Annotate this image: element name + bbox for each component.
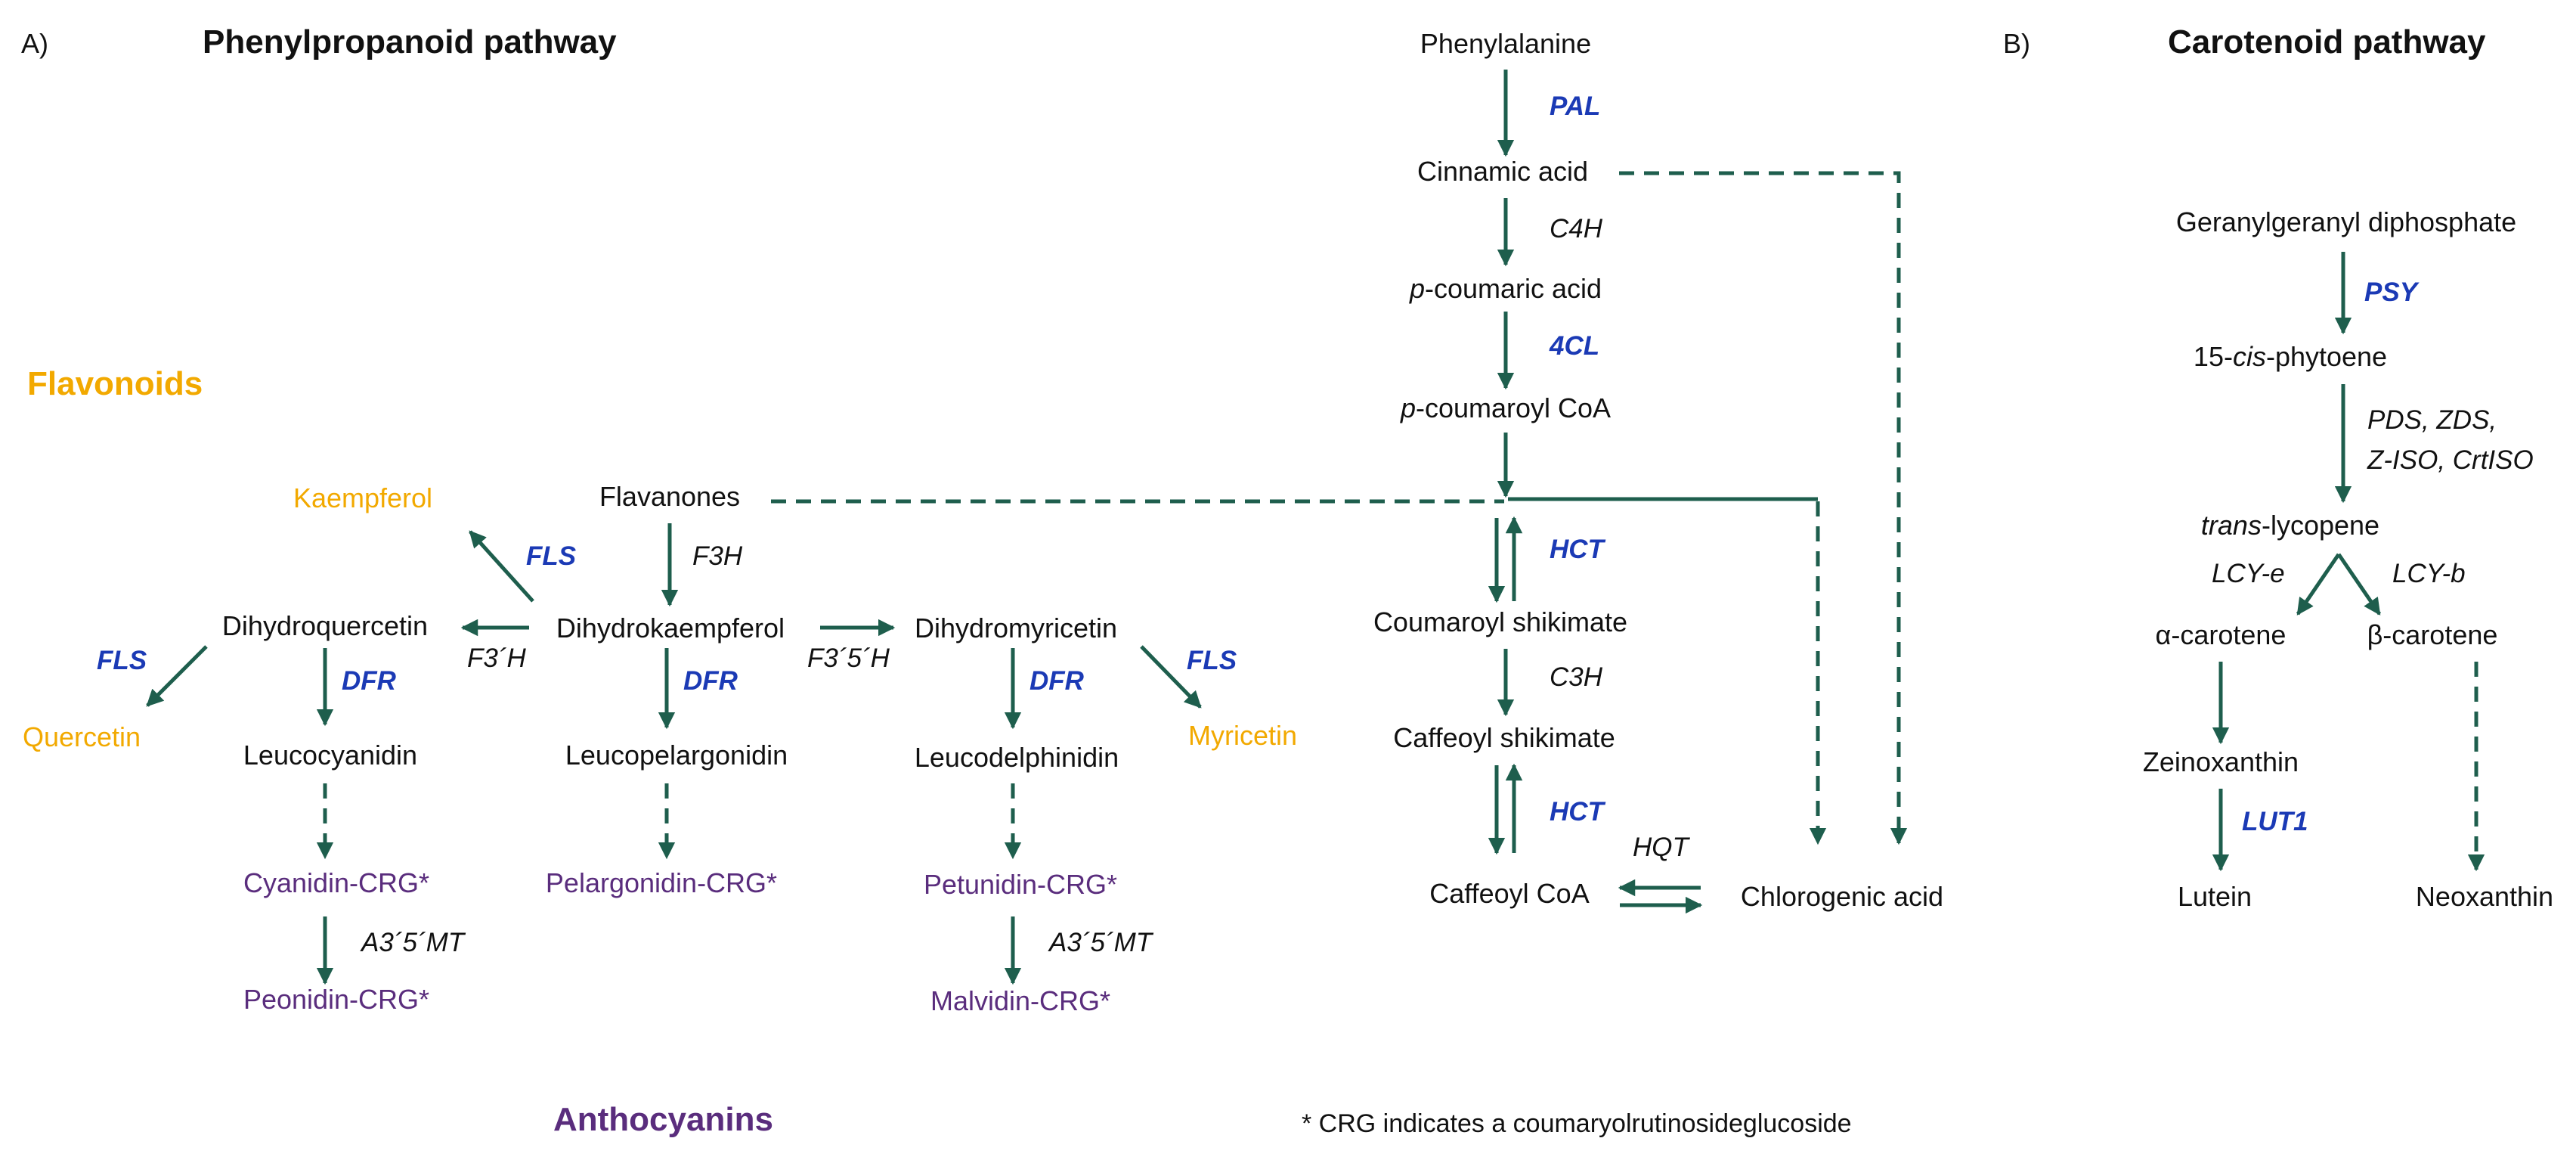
enzyme-fls-myricetin: FLS (1187, 646, 1237, 675)
enzyme-4cl: 4CL (1549, 331, 1599, 361)
enzyme-f3h: F3H (692, 541, 743, 571)
enzyme-lut1: LUT1 (2242, 807, 2308, 836)
enzyme-pal: PAL (1550, 91, 1600, 121)
trans-lycopene: trans-lycopene (2201, 510, 2379, 541)
lutein: Lutein (2178, 881, 2252, 912)
dihydromyricetin: Dihydromyricetin (915, 613, 1117, 644)
malvidin-crg: Malvidin-CRG* (930, 985, 1110, 1016)
chlorogenic-acid: Chlorogenic acid (1741, 881, 1943, 912)
panel-a-title: Phenylpropanoid pathway (203, 23, 617, 60)
enzyme-f3prime-h: F3´H (467, 644, 527, 673)
cinnamic-acid: Cinnamic acid (1417, 156, 1588, 187)
enzyme-c3h: C3H (1550, 662, 1603, 692)
p-coumaroyl-coa: p-coumaroyl CoA (1400, 392, 1611, 423)
enzyme-lcy-b: LCY-b (2392, 559, 2466, 588)
arrow-lcy-b (2336, 553, 2382, 616)
leucocyanidin: Leucocyanidin (243, 740, 417, 771)
peonidin-crg: Peonidin-CRG* (243, 984, 429, 1015)
cyanidin-crg: Cyanidin-CRG* (243, 867, 429, 898)
ggpp: Geranylgeranyl diphosphate (2176, 206, 2516, 237)
enzyme-lcy-e: LCY-e (2212, 559, 2285, 588)
arrow-fls-kaempferol (469, 530, 534, 603)
footnote: * CRG indicates a coumaryolrutinosideglu… (1302, 1109, 1852, 1138)
enzyme-a35mt-1: A3´5´MT (360, 928, 466, 957)
enzyme-fls-quercetin: FLS (97, 646, 147, 675)
enzyme-pds-line1: PDS, ZDS, (2367, 405, 2497, 435)
dihydrokaempferol: Dihydrokaempferol (556, 613, 785, 644)
petunidin-crg: Petunidin-CRG* (924, 869, 1117, 900)
enzyme-a35mt-2: A3´5´MT (1048, 928, 1154, 957)
zeinoxanthin: Zeinoxanthin (2143, 746, 2299, 777)
kaempferol: Kaempferol (293, 482, 432, 513)
quercetin: Quercetin (23, 721, 141, 752)
neoxanthin: Neoxanthin (2416, 881, 2553, 912)
enzyme-c4h: C4H (1550, 214, 1603, 243)
enzyme-dfr-1: DFR (342, 666, 397, 696)
15-cis-phytoene: 15-cis-phytoene (2194, 341, 2387, 372)
dihydroquercetin: Dihydroquercetin (222, 610, 428, 641)
caffeoyl-shikimate: Caffeoyl shikimate (1393, 722, 1615, 753)
panel-b-label: B) (2003, 28, 2030, 59)
section-flavonoids: Flavonoids (27, 365, 203, 402)
phenylalanine: Phenylalanine (1420, 28, 1591, 59)
myricetin: Myricetin (1188, 720, 1297, 751)
arrow-fls-quercetin (146, 645, 208, 707)
p-coumaric-acid: p-coumaric acid (1409, 273, 1602, 304)
leucodelphinidin: Leucodelphinidin (915, 742, 1119, 773)
leucopelargonidin: Leucopelargonidin (565, 740, 788, 771)
pelargonidin-crg: Pelargonidin-CRG* (546, 867, 777, 898)
arrow-fls-myricetin (1140, 645, 1202, 709)
enzyme-pds-line2: Z-ISO, CrtISO (2367, 445, 2534, 475)
panel-a-label: A) (21, 28, 48, 59)
enzyme-psy: PSY (2364, 278, 2420, 307)
cinnamic-to-chlorogenic-dashed (1619, 171, 1908, 845)
caffeoyl-coa: Caffeoyl CoA (1429, 878, 1589, 909)
alpha-carotene: α-carotene (2156, 619, 2287, 650)
section-anthocyanins: Anthocyanins (553, 1101, 773, 1138)
enzyme-dfr-3: DFR (1029, 666, 1085, 696)
enzyme-fls-kaempferol: FLS (526, 541, 576, 571)
beta-carotene: β-carotene (2367, 619, 2498, 650)
enzyme-f35prime-h: F3´5´H (807, 644, 890, 673)
arrow-lcy-e (2296, 553, 2341, 616)
enzyme-hct-2: HCT (1550, 797, 1606, 827)
enzyme-hct-1: HCT (1550, 535, 1606, 564)
flavanones: Flavanones (599, 481, 740, 512)
coumaroyl-shikimate: Coumaroyl shikimate (1373, 606, 1627, 637)
enzyme-hqt: HQT (1633, 833, 1691, 862)
panel-b-title: Carotenoid pathway (2168, 23, 2486, 60)
enzyme-dfr-2: DFR (683, 666, 738, 696)
